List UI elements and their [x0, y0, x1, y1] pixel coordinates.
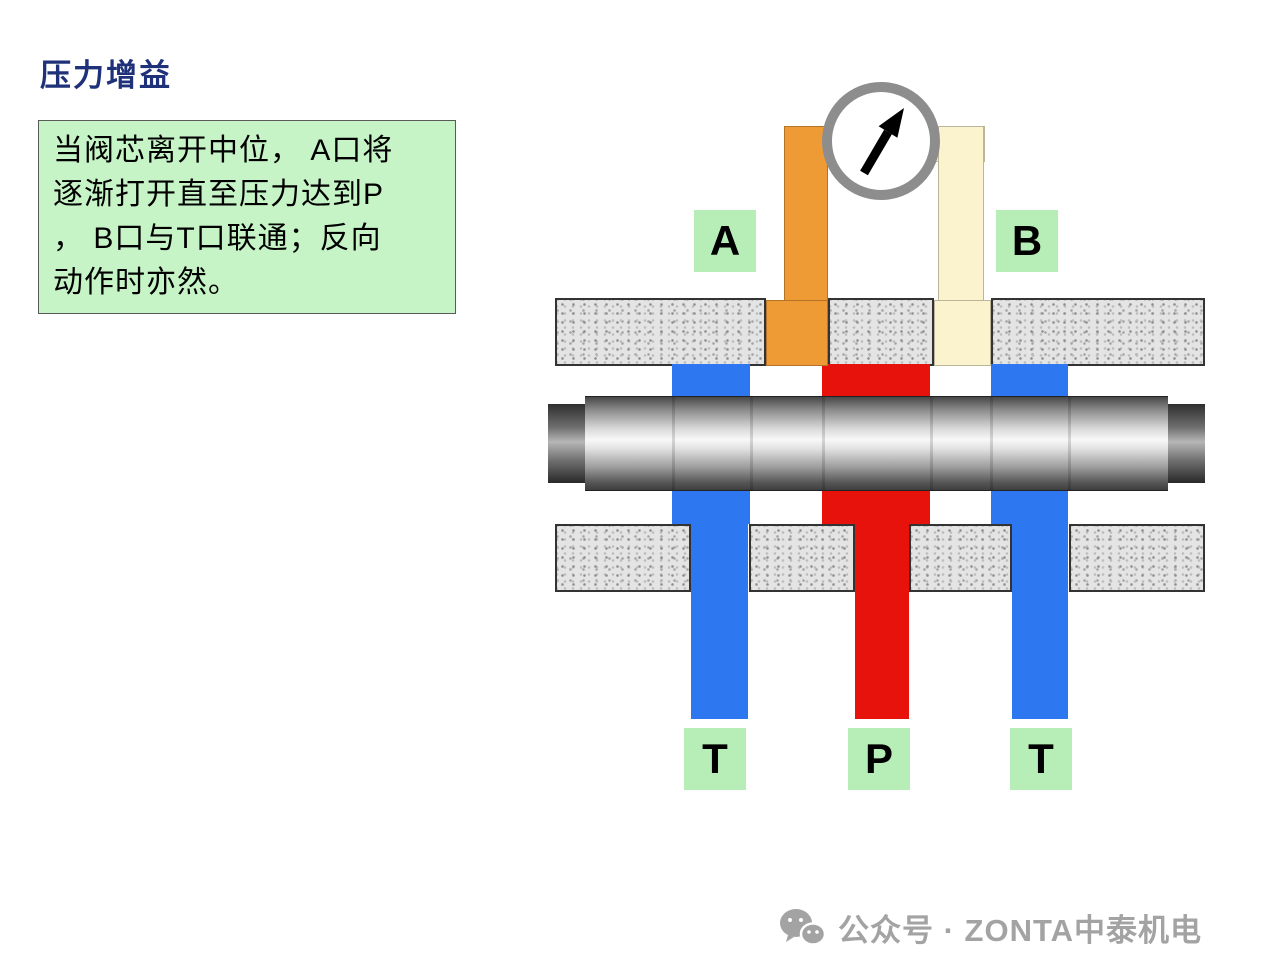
pipe-b-body-slot: [934, 300, 991, 366]
port-label-t-left: T: [684, 728, 746, 790]
gallery-tank-lower-left: [672, 491, 750, 524]
spool-seam: [822, 397, 825, 490]
valve-body-bottom-2: [749, 524, 855, 592]
port-label-p: P: [848, 728, 910, 790]
port-label-t-right: T: [1010, 728, 1072, 790]
page-title: 压力增益: [40, 58, 172, 93]
pipe-tank-left: [691, 523, 748, 719]
pipe-tank-right: [1012, 523, 1068, 719]
pressure-gauge-icon: [822, 82, 940, 200]
note-line: 逐渐打开直至压力达到P: [53, 178, 385, 211]
note-line: 动作时亦然。: [53, 266, 239, 299]
spool-stub-left: [548, 404, 588, 483]
valve-body-bottom-3: [909, 524, 1012, 592]
port-label-a: A: [694, 210, 756, 272]
valve-body-top-right: [991, 298, 1205, 366]
gallery-tank-upper-right: [991, 364, 1068, 398]
valve-body-bottom-1: [555, 524, 691, 592]
valve-body-top-center: [828, 298, 934, 366]
spool-stub-right: [1165, 404, 1205, 483]
spool-seam: [750, 397, 753, 490]
valve-body-bottom-4: [1069, 524, 1205, 592]
spool-seam: [672, 397, 675, 490]
valve-body-top-left: [555, 298, 766, 366]
spool-seam: [1068, 397, 1071, 490]
watermark-text: 公众号 · ZONTA中泰机电: [838, 913, 1203, 948]
note-box: 当阀芯离开中位， A口将 逐渐打开直至压力达到P ， B口与T口联通；反向 动作…: [38, 120, 456, 314]
wechat-bubbles-icon: [780, 908, 826, 946]
note-line: ， B口与T口联通；反向: [53, 222, 382, 255]
spool-seam: [930, 397, 933, 490]
gallery-pressure-upper: [822, 364, 930, 398]
spool-seam: [990, 397, 993, 490]
pipe-a-body-slot: [766, 300, 828, 366]
spool: [585, 396, 1168, 491]
pipe-pressure: [855, 523, 909, 719]
note-line: 当阀芯离开中位， A口将: [53, 134, 394, 167]
gallery-tank-upper-left: [672, 364, 750, 398]
gallery-pressure-lower: [822, 491, 930, 524]
gallery-tank-lower-right: [991, 491, 1068, 524]
pipe-b-vertical: [938, 126, 984, 303]
watermark: 公众号 · ZONTA中泰机电: [778, 905, 1202, 950]
port-label-b: B: [996, 210, 1058, 272]
